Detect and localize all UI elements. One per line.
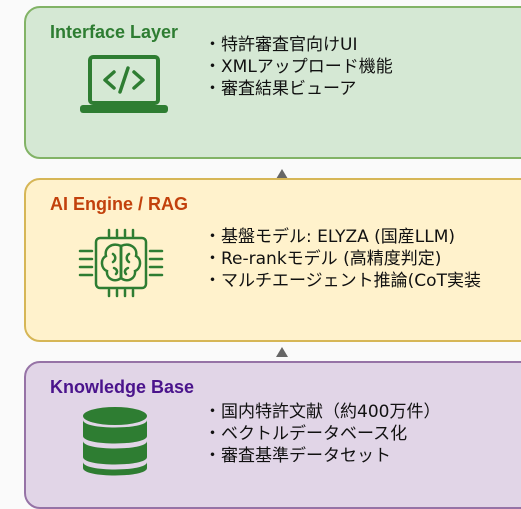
list-item: ・マルチエージェント推論(CoT実装 [204,271,481,291]
brain-chip-icon [78,228,164,298]
arrow-up-icon [276,347,288,357]
ai-engine-layer-box: AI Engine / RAG ・基盤モデル: ELYZA (国産LLM) ・R… [24,178,521,342]
list-item: ・審査基準データセット [204,446,391,466]
ai-engine-layer-title: AI Engine / RAG [50,194,189,214]
interface-layer-list: ・特許審査官向けUI ・XMLアップロード機能 ・審査結果ビューア [204,34,393,100]
interface-layer-title: Interface Layer [50,22,179,42]
code-laptop-icon [80,55,168,113]
ai-engine-layer-list: ・基盤モデル: ELYZA (国産LLM) ・Re-rankモデル (高精度判定… [204,226,481,292]
list-item: ・XMLアップロード機能 [204,57,393,77]
arrow-up-icon [276,169,288,179]
list-item: ・Re-rankモデル (高精度判定) [204,249,442,269]
knowledge-base-layer-list: ・国内特許文献（約400万件） ・ベクトルデータベース化 ・審査基準データセット [204,401,440,467]
list-item: ・特許審査官向けUI [204,35,358,55]
list-item: ・国内特許文献（約400万件） [204,402,441,422]
knowledge-base-layer-title: Knowledge Base [50,377,195,397]
knowledge-base-layer-box: Knowledge Base ・国内特許文献（約400万件） ・ベクトルデータベ… [24,361,521,509]
list-item: ・ベクトルデータベース化 [204,424,408,444]
interface-layer-box: Interface Layer ・特許審査官向けUI ・XMLアップロード機能 … [24,6,521,159]
list-item: ・基盤モデル: ELYZA (国産LLM) [204,227,456,247]
database-icon [83,407,147,476]
list-item: ・審査結果ビューア [204,79,357,99]
